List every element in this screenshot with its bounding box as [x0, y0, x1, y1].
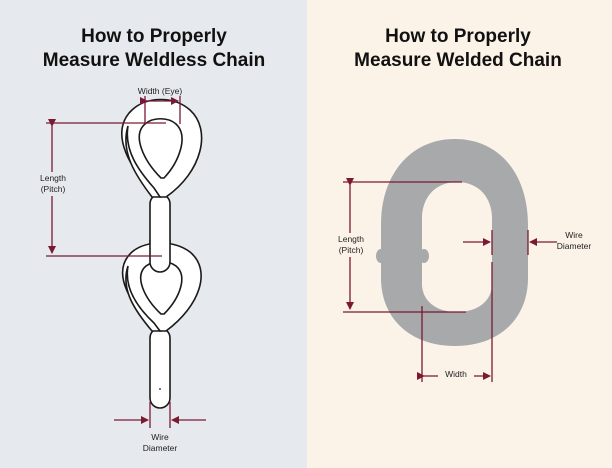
weldless-title-line2: Measure Weldless Chain — [43, 50, 265, 71]
weldless-link-dot — [159, 388, 161, 390]
weldless-width-dimension: Width (Eye) — [138, 86, 183, 124]
welded-weld-bump-right — [419, 249, 429, 263]
weldless-length-label-line2: (Pitch) — [41, 184, 66, 194]
welded-title-line2: Measure Welded Chain — [354, 50, 562, 71]
welded-wire-label-line2: Diameter — [557, 241, 592, 251]
weldless-wire-label-line2: Diameter — [143, 443, 178, 453]
weldless-length-label-mask — [38, 172, 68, 196]
weldless-chain-drawing — [121, 98, 203, 409]
weldless-length-label-line1: Length — [40, 173, 66, 183]
welded-width-dimension: Width — [417, 262, 493, 382]
weldless-link-tail-lower — [125, 265, 162, 332]
welded-chain-link — [376, 139, 528, 346]
welded-wire-label-line1: Wire — [565, 230, 583, 240]
weldless-link-eye-upper-hole — [138, 117, 183, 179]
welded-title-line1: How to Properly — [385, 26, 531, 47]
weldless-wire-label-line1: Wire — [151, 432, 169, 442]
welded-link-body — [381, 139, 528, 346]
welded-length-dimension: Length (Pitch) — [334, 178, 466, 313]
welded-length-label-line1: Length — [338, 234, 364, 244]
weldless-panel: How to Properly Measure Weldless Chain — [38, 26, 265, 453]
weldless-title-line1: How to Properly — [81, 26, 227, 47]
weldless-wire-dimension: Wire Diameter — [114, 402, 206, 453]
welded-weld-bump-left — [376, 249, 386, 263]
welded-length-label-mask — [334, 233, 366, 257]
welded-length-label-line2: (Pitch) — [339, 245, 364, 255]
welded-width-label: Width — [445, 369, 467, 379]
welded-panel: How to Properly Measure Welded Chain Len… — [334, 26, 591, 382]
weldless-width-label: Width (Eye) — [138, 86, 183, 96]
weldless-length-dimension: Length (Pitch) — [38, 119, 166, 257]
welded-width-label-mask — [438, 368, 474, 380]
welded-wire-dimension: Wire Diameter — [463, 230, 591, 255]
weldless-link-tail-upper — [125, 125, 162, 198]
weldless-link-bar-lower — [149, 327, 171, 409]
